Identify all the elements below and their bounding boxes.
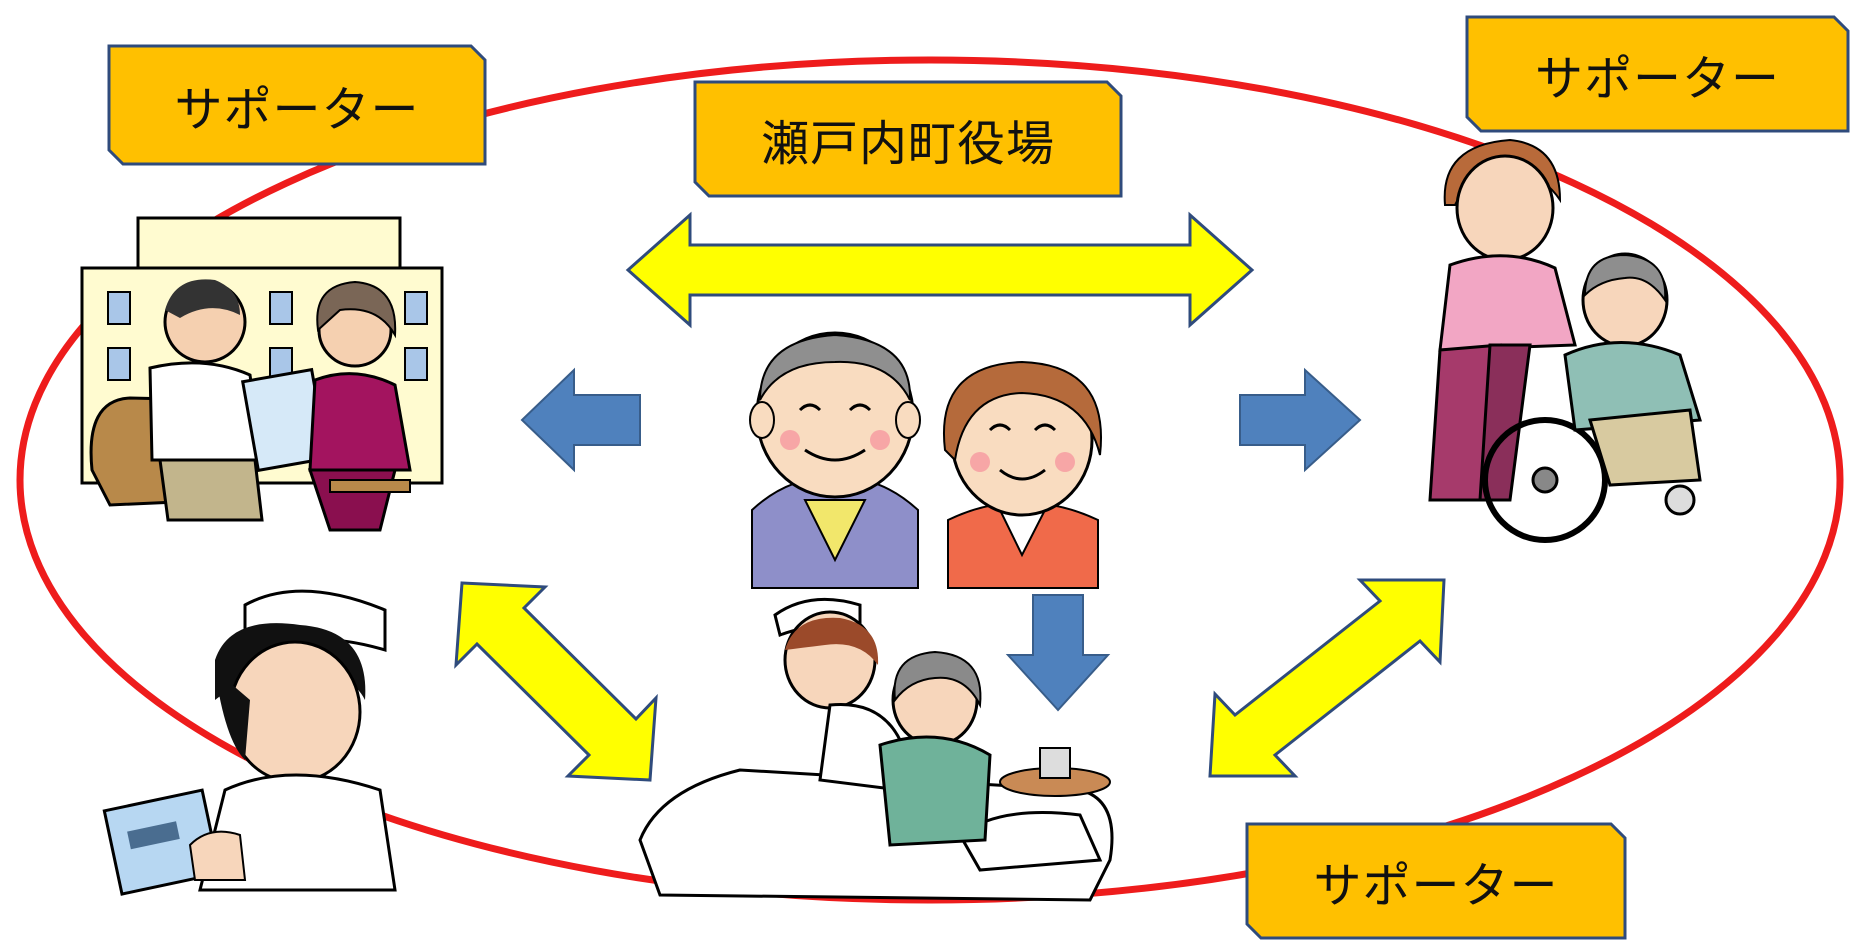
- supporter-label-text: サポーター: [1313, 858, 1559, 914]
- town-hall-label: 瀬戸内町役場: [693, 80, 1123, 198]
- arrow-double-horizontal: [625, 211, 1255, 329]
- community-circle: [16, 56, 1844, 904]
- nurse-illustration: [102, 589, 397, 896]
- arrow-blue-right: [1239, 367, 1362, 473]
- town-hall-label-text: 瀬戸内町役場: [760, 116, 1055, 172]
- supporter-label-top-left: サポーター: [107, 44, 487, 166]
- wheelchair-care-illustration: [1428, 138, 1702, 543]
- supporter-label-top-right: サポーター: [1465, 15, 1850, 133]
- arrow-double-diagonal-right: [1208, 578, 1446, 778]
- clinic-illustration: [80, 216, 444, 532]
- supporter-label-bottom-right: サポーター: [1245, 822, 1627, 940]
- bed-care-illustration: [638, 597, 1114, 902]
- elderly-couple-illustration: [749, 331, 1102, 589]
- supporter-label-text: サポーター: [174, 82, 420, 138]
- arrow-blue-down: [1005, 594, 1111, 712]
- supporter-label-text: サポーター: [1534, 51, 1780, 107]
- arrow-double-diagonal-left: [454, 581, 658, 782]
- arrow-blue-left: [520, 367, 641, 473]
